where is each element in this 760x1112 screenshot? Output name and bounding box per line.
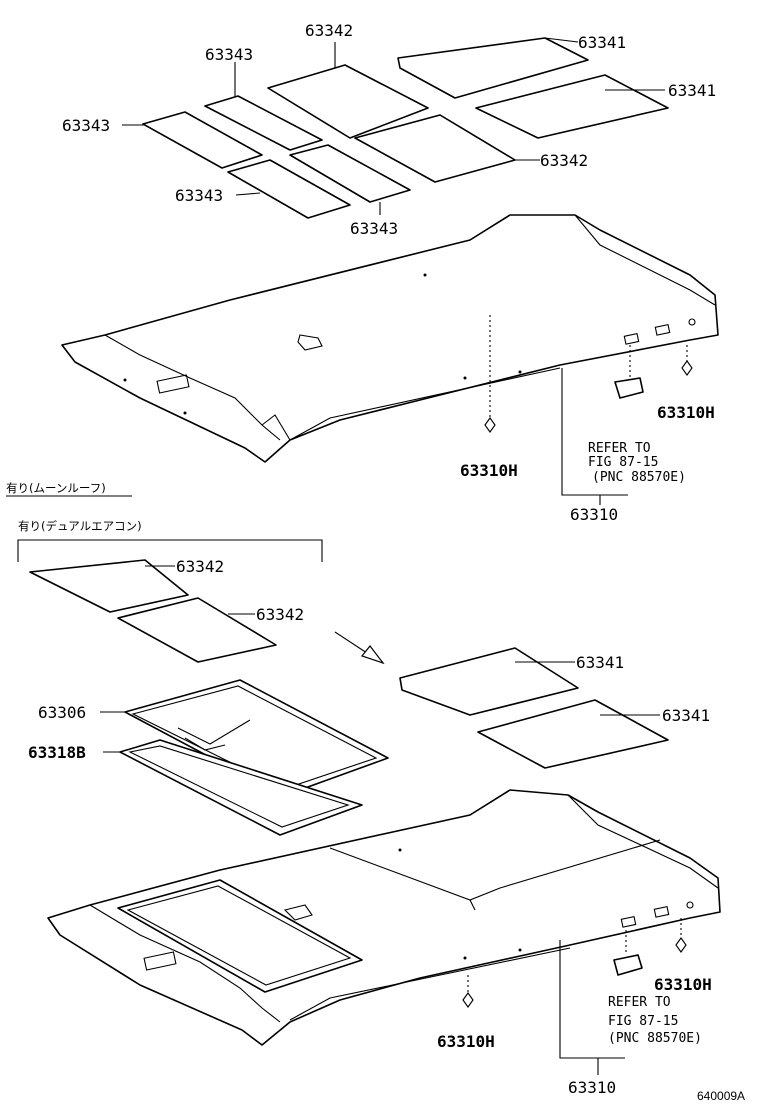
pad-63343-top-4 xyxy=(227,159,351,219)
top-labels: 63341 63341 63342 63343 63343 63342 6334… xyxy=(62,21,716,524)
moon-roof-label: 有り(ムーンルーフ) xyxy=(6,481,106,495)
bottom-leaders xyxy=(100,565,660,1075)
label-63343-d: 63343 xyxy=(350,219,398,238)
label-63310-bottom: 63310 xyxy=(568,1078,616,1097)
pad-63343-top-3 xyxy=(289,144,411,203)
label-63310H-bottom-left: 63310H xyxy=(437,1032,495,1051)
label-63341-a: 63341 xyxy=(578,33,626,52)
label-63310H-bottom-right: 63310H xyxy=(654,975,712,994)
label-63342-a: 63342 xyxy=(305,21,353,40)
pad-63341-top-1 xyxy=(397,37,589,99)
refer-bottom-line1: REFER TO xyxy=(608,995,671,1010)
label-63310-top: 63310 xyxy=(570,505,618,524)
pad-63341-bottom-1 xyxy=(399,647,579,716)
pad-63341-top-2 xyxy=(475,74,669,139)
pad-63342-top-1 xyxy=(267,64,429,139)
figure-code: 640009A xyxy=(697,1089,745,1103)
label-63341-b: 63341 xyxy=(668,81,716,100)
refer-bottom-line3: (PNC 88570E) xyxy=(608,1031,702,1046)
label-63342-c: 63342 xyxy=(176,557,224,576)
bottom-labels: 63342 63342 63306 63318B 63341 63341 633… xyxy=(28,557,712,1097)
label-63310H-top-right: 63310H xyxy=(657,403,715,422)
dual-ac-label: 有り(デュアルエアコン) xyxy=(18,519,142,533)
label-63342-b: 63342 xyxy=(540,151,588,170)
pad-63343-top-1 xyxy=(204,95,323,151)
pad-63341-bottom-2 xyxy=(477,699,669,769)
label-63343-a: 63343 xyxy=(205,45,253,64)
refer-top-line2: FIG 87-15 xyxy=(588,455,658,470)
label-63341-c: 63341 xyxy=(576,653,624,672)
label-63310H-top-left: 63310H xyxy=(460,461,518,480)
bottom-clips xyxy=(462,918,687,1008)
label-63341-d: 63341 xyxy=(662,706,710,725)
bottom-pads xyxy=(29,559,669,769)
label-63342-d: 63342 xyxy=(256,605,304,624)
label-63318B: 63318B xyxy=(28,743,86,762)
pad-63343-top-2 xyxy=(142,111,263,169)
top-leaders xyxy=(122,37,665,505)
refer-top-line3: (PNC 88570E) xyxy=(592,470,686,485)
label-63306: 63306 xyxy=(38,703,86,722)
sunroof-seal xyxy=(119,739,363,836)
refer-top-line1: REFER TO xyxy=(588,441,651,456)
label-63343-c: 63343 xyxy=(175,186,223,205)
section-labels: 有り(ムーンルーフ) 有り(デュアルエアコン) xyxy=(6,481,323,562)
pad-63342-bottom-2 xyxy=(117,597,277,663)
bottom-headliner xyxy=(47,789,721,1046)
label-63343-b: 63343 xyxy=(62,116,110,135)
direction-arrow xyxy=(334,631,385,665)
pad-63342-bottom-1 xyxy=(29,559,189,613)
top-pads xyxy=(142,37,669,219)
top-clips xyxy=(484,315,693,433)
refer-bottom-line2: FIG 87-15 xyxy=(608,1014,678,1029)
top-headliner xyxy=(61,214,719,463)
